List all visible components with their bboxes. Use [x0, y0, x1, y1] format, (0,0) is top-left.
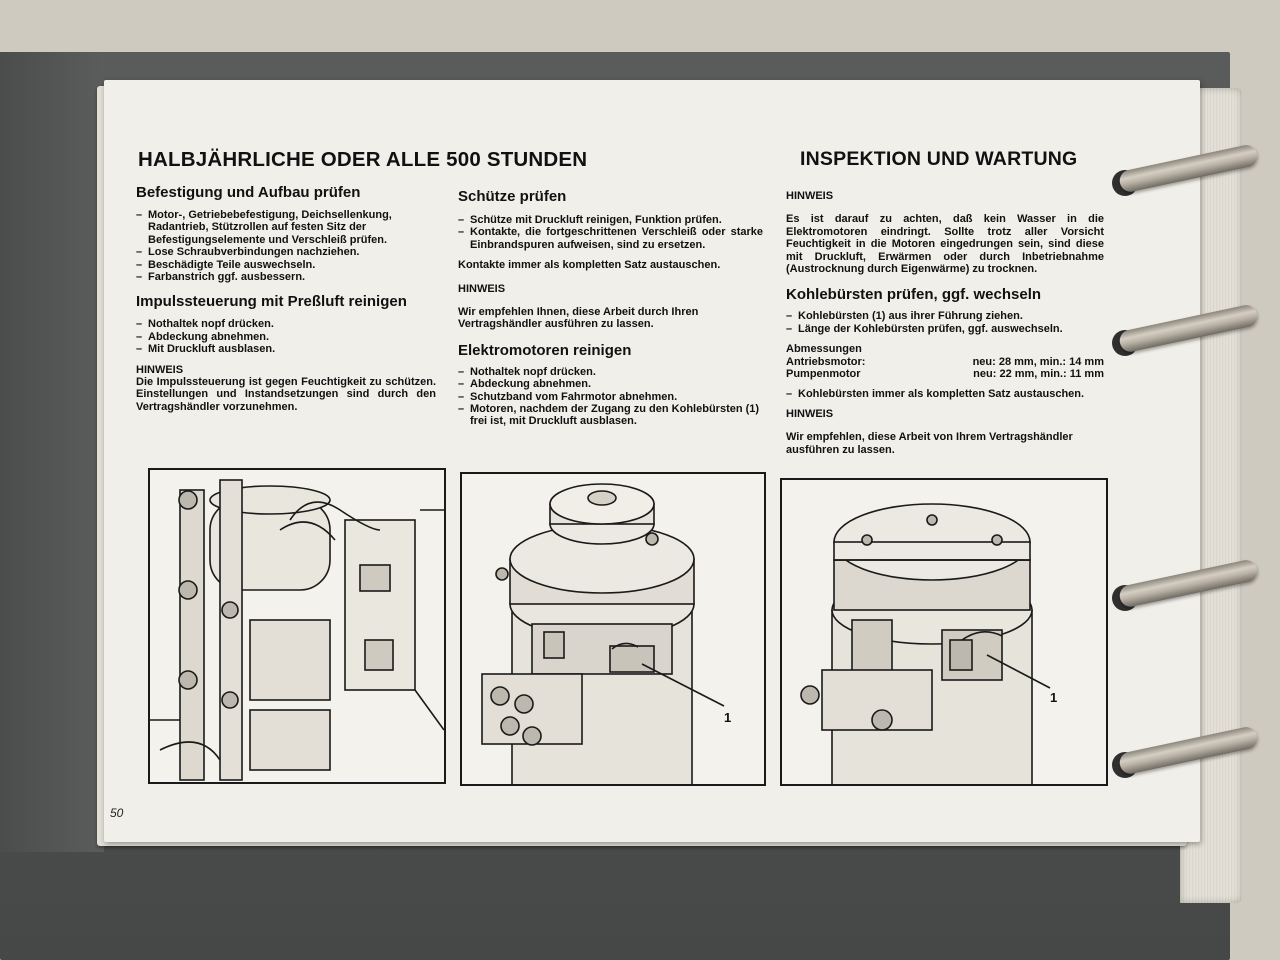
measurement-value: neu: 22 mm, min.: 11 mm [973, 367, 1104, 380]
hinweis-label: HINWEIS [786, 408, 834, 421]
list-item: Abdeckung abnehmen. [136, 331, 436, 344]
manual-page: HALBJÄHRLICHE ODER ALLE 500 STUNDEN INSP… [104, 80, 1200, 842]
list-item: Nothaltek nopf drücken. [458, 366, 763, 379]
binder-spine [0, 52, 104, 852]
hinweis-text: Es ist darauf zu achten, daß kein Wasser… [786, 213, 1104, 276]
item-list: Nothaltek nopf drücken. Abdeckung abnehm… [458, 366, 763, 428]
measurement-row: Antriebsmotor: neu: 28 mm, min.: 14 mm [786, 356, 1104, 368]
measurement-row: Pumpenmotor neu: 22 mm, min.: 11 mm [786, 368, 1104, 380]
callout-label: 1 [724, 710, 731, 725]
section-title: Schütze prüfen [458, 188, 567, 205]
list-item: Motor-, Getriebebefestigung, Deichsellen… [136, 209, 436, 246]
list-item: Kohlebürsten (1) aus ihrer Führung ziehe… [786, 310, 1104, 323]
list-item: Lose Schraubverbindungen nachziehen. [136, 246, 436, 259]
right-title: INSPEKTION UND WARTUNG [800, 148, 1078, 170]
list-item: Motoren, nachdem der Zugang zu den Kohle… [458, 403, 763, 428]
list-item: Mit Druckluft ausblasen. [136, 343, 436, 356]
hinweis-label: HINWEIS [136, 363, 184, 376]
section-title: Kohlebürsten prüfen, ggf. wechseln [786, 286, 1042, 304]
item-list: Kohlebürsten immer als kompletten Satz a… [786, 388, 1104, 401]
figure-contactor-panel [148, 468, 446, 784]
list-item: Abdeckung abnehmen. [458, 378, 763, 391]
measurement-value: neu: 28 mm, min.: 14 mm [972, 355, 1104, 368]
hinweis-label: HINWEIS [458, 282, 506, 295]
section-title: Elektromotoren reinigen [458, 341, 632, 359]
list-item: Schütze mit Druckluft reinigen, Funktion… [458, 214, 763, 227]
item-list: Nothaltek nopf drücken. Abdeckung abnehm… [136, 318, 436, 356]
column-3: HINWEIS Es ist darauf zu achten, daß kei… [786, 190, 1104, 467]
item-list: Kohlebürsten (1) aus ihrer Führung ziehe… [786, 310, 1104, 335]
figure-electric-motor: 1 [460, 472, 766, 786]
pump-motor-illustration: 1 [800, 503, 1057, 784]
list-item: Länge der Kohlebürsten prüfen, ggf. ausw… [786, 323, 1104, 336]
main-title: HALBJÄHRLICHE ODER ALLE 500 STUNDEN [138, 148, 588, 171]
note-text: Kontakte immer als kompletten Satz austa… [458, 259, 721, 272]
measurements-label: Abmessungen [786, 343, 862, 356]
list-item: Schutzband vom Fahrmotor abnehmen. [458, 391, 763, 404]
motor-illustration: 1 [481, 483, 731, 784]
item-list: Schütze mit Druckluft reinigen, Funktion… [458, 214, 763, 251]
page-number: 50 [110, 806, 124, 820]
hinweis-text: Wir empfehlen, diese Arbeit von Ihrem Ve… [786, 431, 1073, 456]
list-item: Nothaltek nopf drücken. [136, 318, 436, 331]
hinweis-text: Die Impulssteuerung ist gegen Feuchtigke… [136, 376, 436, 413]
column-1: Befestigung und Aufbau prüfen Motor-, Ge… [136, 184, 436, 413]
hinweis-text: Wir empfehlen Ihnen, diese Arbeit durch … [458, 306, 699, 331]
measurement-name: Pumpenmotor [786, 367, 861, 380]
list-item: Beschädigte Teile auswechseln. [136, 259, 436, 272]
column-2: Schütze prüfen Schütze mit Druckluft rei… [458, 188, 763, 428]
list-item: Farbanstrich ggf. ausbessern. [136, 271, 436, 284]
section-title: Befestigung und Aufbau prüfen [136, 184, 361, 201]
contactor-illustration [150, 479, 444, 781]
list-item: Kohlebürsten immer als kompletten Satz a… [786, 388, 1104, 401]
list-item: Kontakte, die fortgeschrittenen Verschle… [458, 226, 763, 251]
figure-pump-motor: 1 [780, 478, 1108, 786]
callout-label: 1 [1050, 690, 1057, 705]
section-title: Impulssteuerung mit Preßluft reinigen [136, 293, 407, 311]
measurement-name: Antriebsmotor: [786, 355, 866, 368]
hinweis-label: HINWEIS [786, 190, 834, 202]
item-list: Motor-, Getriebebefestigung, Deichsellen… [136, 209, 436, 284]
